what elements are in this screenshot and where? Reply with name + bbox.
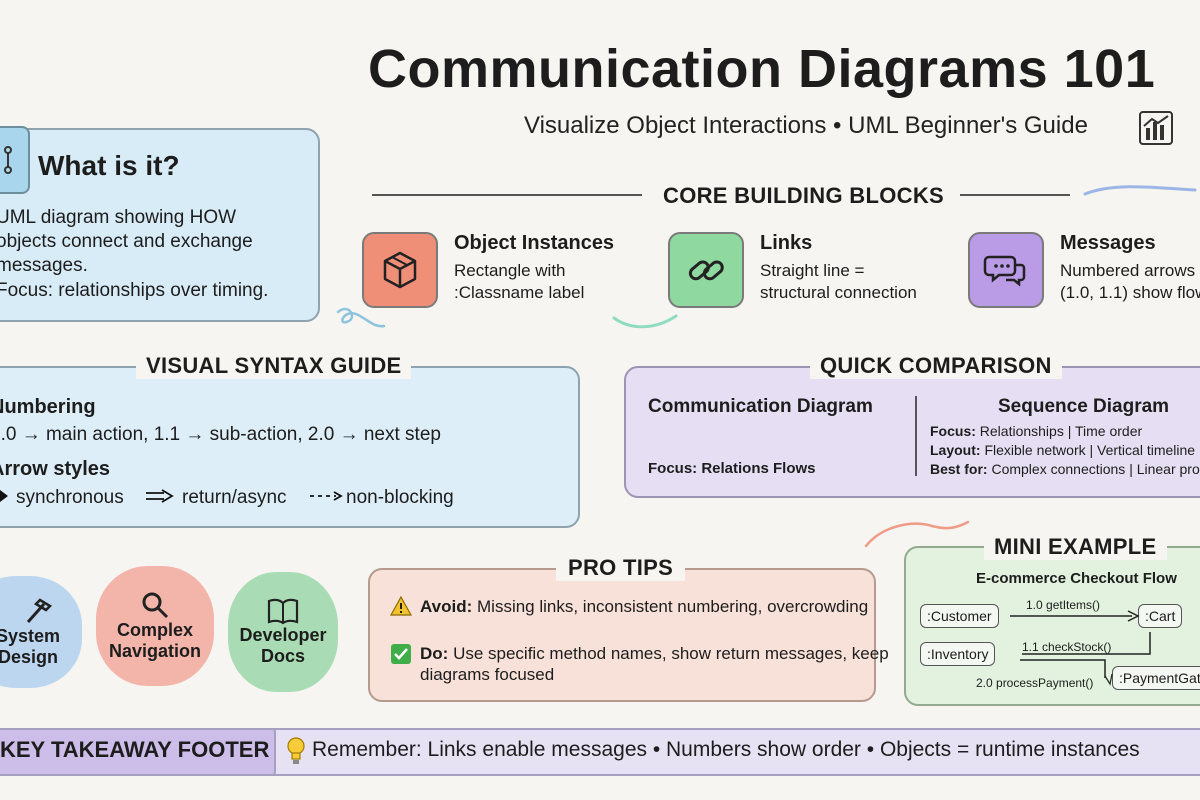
footer-text: Remember: Links enable messages • Number… [312,738,1140,761]
comparison-heading: QUICK COMPARISON [810,353,1062,379]
comparison-row-value: Complex connections | Linear process [991,461,1200,477]
lightbulb-icon [287,737,305,764]
arrow-sync-label: synchronous [16,487,124,508]
nonblocking-arrow-icon [310,491,343,501]
block-desc-links-line1: Straight line = [760,261,865,280]
block-desc-object-instances-line2: :Classname label [454,283,585,302]
tip-do-label: Do: [420,644,449,663]
box-icon [383,251,417,289]
use-case-label: System Design [0,626,61,667]
comparison-row-label: Layout: [930,442,981,458]
comparison-divider [915,396,917,476]
comparison-row-label: Best for: [930,461,988,477]
footer-tag [0,728,276,776]
comparison-left-note: Focus: Relations Flows [648,460,816,477]
block-title-object-instances: Object Instances [454,232,615,254]
tip-do: Do: Use specific method names, show retu… [420,643,890,685]
pro-tips-heading: PRO TIPS [556,555,686,581]
comparison-row-label: Focus: [930,423,976,439]
swirl-decoration [336,307,386,328]
swoosh-decoration [612,314,678,329]
core-blocks-heading: CORE BUILDING BLOCKS [663,183,944,208]
magnifier-icon [142,592,169,619]
block-object-instances-icon-tile [362,232,438,308]
comparison-right-heading: Sequence Diagram [998,396,1170,417]
object-customer: :Customer [920,604,999,628]
arrow-styles-heading: Arrow styles [0,458,111,480]
block-desc-messages-line1: Numbered arrows [1060,261,1196,280]
arrow-return-label: return/async [182,487,287,508]
page-title: Communication Diagrams 101 [368,39,1156,99]
comparison-left-heading: Communication Diagram [648,396,873,417]
comparison-row-focus: Focus: Relationships | Time order [930,423,1142,439]
book-icon [267,598,299,625]
use-case-label: Complex Navigation [108,620,201,661]
object-inventory: :Inventory [920,642,996,666]
object-cart: :Cart [1138,604,1183,628]
scribble-decoration [1083,185,1197,196]
block-links-icon-tile [668,232,744,308]
footer-label: KEY TAKEAWAY FOOTER [0,737,270,762]
block-title-links: Links [760,232,813,254]
use-case-developer-docs: Developer Docs [228,572,338,692]
block-desc-object-instances-line1: Rectangle with [454,261,566,280]
mini-example-heading: MINI EXAMPLE [984,534,1167,560]
tip-avoid: Avoid: Missing links, inconsistent numbe… [420,596,890,617]
pro-tips-panel [368,568,876,702]
return-arrow-icon [146,489,174,503]
chat-icon [983,255,1026,287]
numbering-heading: Numbering [0,396,96,418]
use-case-label: Developer Docs [239,625,327,666]
warning-icon [390,596,412,616]
message-label: 1.0 getItems() [1026,598,1101,612]
heading-rule-right [960,194,1070,196]
object-payment-gateway: :PaymentGateway [1112,666,1200,690]
mini-example-links [1010,610,1151,686]
heading-rule-left [372,194,642,196]
message-label: 1.1 checkStock() [1022,640,1112,654]
use-case-system-design: System Design [0,576,82,688]
numbering-text: 1.0 → main action, 1.1 → sub-action, 2.0… [0,424,441,445]
block-messages-icon-tile [968,232,1044,308]
scribble-decoration [864,520,970,548]
checkmark-icon [391,644,411,664]
arrow-nonblocking-label: non-blocking [346,487,454,508]
bar-chart-icon [1139,111,1173,145]
comparison-row-value: Relationships | Time order [979,423,1143,439]
block-title-messages: Messages [1060,232,1156,254]
block-desc-links-line2: structural connection [760,283,917,302]
message-label: 2.0 processPayment() [976,676,1094,690]
tip-avoid-label: Avoid: [420,597,473,616]
link-icon [688,260,724,281]
page-subtitle: Visualize Object Interactions • UML Begi… [524,112,1088,139]
visual-syntax-heading: VISUAL SYNTAX GUIDE [136,353,412,379]
block-desc-messages-line2: (1.0, 1.1) show flow [1060,283,1200,302]
comparison-row-value: Flexible network | Vertical timeline [984,442,1196,458]
comparison-row-best-for: Best for: Complex connections | Linear p… [930,461,1200,477]
mini-example-subtitle: E-commerce Checkout Flow [976,570,1177,587]
tip-do-text: Use specific method names, show return m… [420,644,889,684]
use-case-complex-navigation: Complex Navigation [96,566,214,686]
what-is-it-description: UML diagram showing HOW objects connect … [0,207,253,276]
visual-syntax-panel [0,366,580,528]
share-icon [0,126,30,194]
hammer-icon [26,598,52,623]
what-is-it-heading: What is it? [38,150,180,181]
what-is-it-focus: Focus: relationships over timing. [0,280,269,301]
tip-avoid-text: Missing links, inconsistent numbering, o… [477,597,869,616]
comparison-row-layout: Layout: Flexible network | Vertical time… [930,442,1195,458]
sync-arrow-icon [0,490,8,502]
what-is-it-panel [0,128,320,322]
